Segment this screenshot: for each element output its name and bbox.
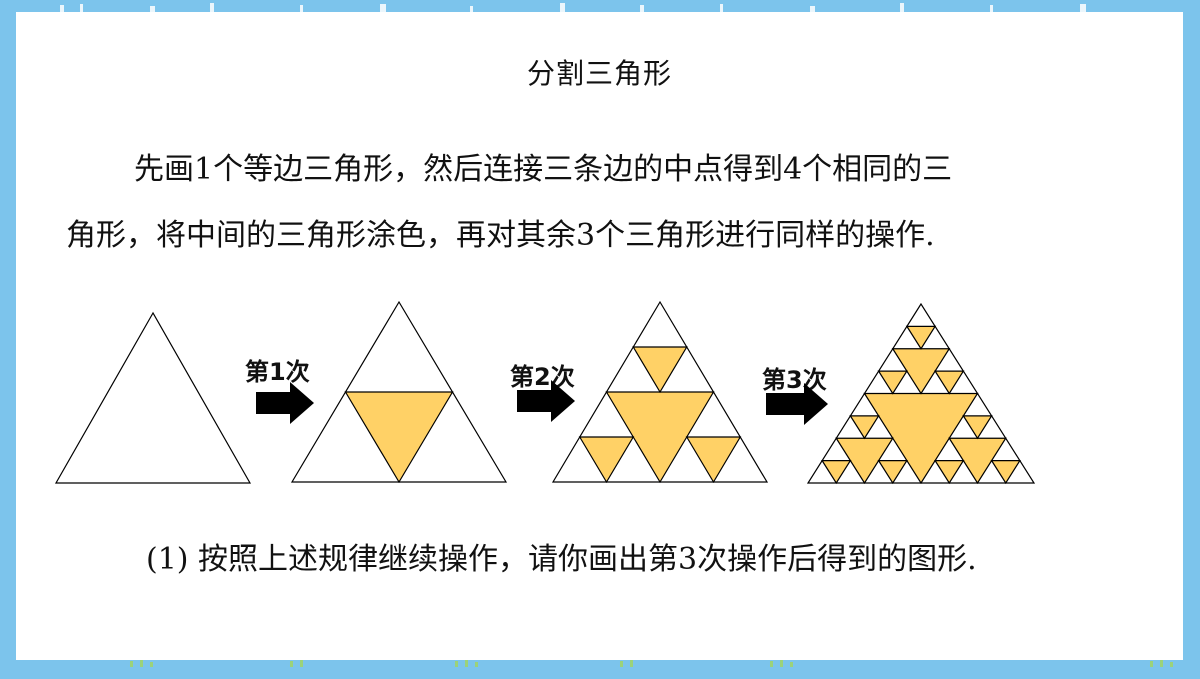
- shaded-triangle: [849, 415, 880, 440]
- shaded-triangle: [877, 460, 908, 485]
- description-line-1: 先画1个等边三角形，然后连接三条边的中点得到4个相同的三: [134, 152, 953, 187]
- shaded-triangle: [632, 346, 688, 394]
- description-line-2: 角形，将中间的三角形涂色，再对其余3个三角形进行同样的操作.: [66, 218, 935, 253]
- arrow-right-icon: [517, 380, 575, 422]
- step-3: 第3次: [762, 366, 828, 425]
- question-text: (1) 按照上述规律继续操作，请你画出第3次操作后得到的图形.: [146, 542, 977, 577]
- shaded-triangle: [877, 370, 908, 395]
- step-2: 第2次: [510, 363, 575, 422]
- step-1: 第1次: [245, 358, 314, 424]
- shaded-triangle: [344, 391, 454, 484]
- triangle-stage-1: [290, 300, 508, 484]
- arrow-right-icon: [766, 383, 828, 425]
- bottom-decoration: [0, 658, 1200, 675]
- top-decoration: [0, 0, 1200, 14]
- page-title: 分割三角形: [526, 57, 672, 90]
- shaded-triangle: [990, 460, 1021, 485]
- step-2-label: 第2次: [510, 363, 575, 391]
- shaded-triangle: [821, 460, 852, 485]
- shaded-triangle: [685, 436, 742, 484]
- shaded-triangle: [962, 415, 993, 440]
- arrow-right-icon: [256, 382, 314, 424]
- shaded-triangle: [578, 436, 635, 484]
- triangle-stage-3: [806, 302, 1036, 485]
- shaded-triangle: [934, 370, 965, 395]
- shaded-triangle: [905, 325, 937, 350]
- triangle-stage-0: [54, 311, 252, 484]
- grass-decoration-top: [60, 3, 1086, 13]
- outline-triangle: [54, 311, 252, 484]
- grass-decoration-bottom: [130, 660, 1173, 667]
- triangle-stage-2: [551, 300, 769, 484]
- step-1-label: 第1次: [245, 358, 310, 386]
- slide-canvas: 分割三角形 先画1个等边三角形，然后连接三条边的中点得到4个相同的三 角形，将中…: [16, 12, 1183, 660]
- shaded-triangle: [934, 460, 965, 485]
- step-3-label: 第3次: [762, 366, 827, 394]
